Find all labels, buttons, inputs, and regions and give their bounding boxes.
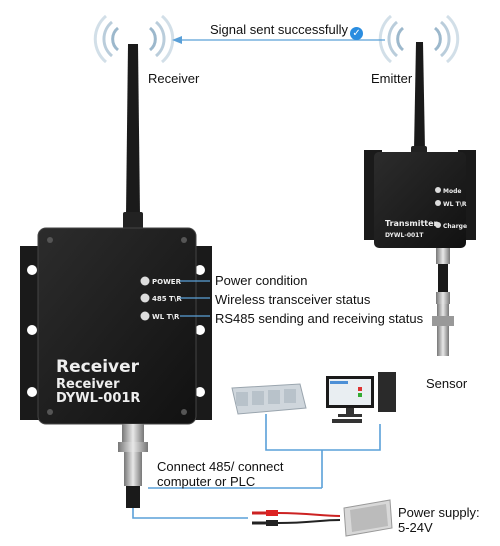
- power-label-line2: 5-24V: [398, 520, 433, 535]
- plc-device: [231, 383, 307, 415]
- receiver-led-485: 485 T\R: [152, 295, 182, 303]
- connection-label-line1: Connect 485/ connect: [157, 459, 284, 474]
- receiver-device: [20, 227, 212, 508]
- emitter-led-charge: Charge: [443, 223, 467, 230]
- receiver-panel-subtitle: Receiver: [56, 377, 120, 392]
- signal-status-text: Signal sent successfully✓: [210, 22, 364, 40]
- receiver-antenna: [123, 44, 143, 232]
- connection-cables: [132, 414, 381, 519]
- emitter-device: [364, 150, 476, 356]
- receiver-panel-title: Receiver: [56, 357, 140, 377]
- power-wires: [252, 510, 341, 526]
- led-pointer-lines: [180, 280, 210, 317]
- emitter-label: Emitter: [371, 71, 413, 86]
- arrow-left-icon: [172, 36, 385, 44]
- receiver-led-power: POWER: [152, 278, 182, 286]
- emitter-panel-title: Transmitter: [385, 219, 438, 228]
- sensor-label: Sensor: [426, 376, 468, 391]
- receiver-led-wl: WL T\R: [152, 313, 180, 321]
- power-supply-device: [343, 499, 393, 537]
- receiver-panel-model: DYWL-001R: [56, 391, 140, 406]
- emitter-panel-model: DYWL-001T: [385, 232, 424, 239]
- emitter-led-wl: WL T\R: [443, 201, 467, 208]
- check-circle-icon: ✓: [350, 27, 364, 40]
- receiver-label: Receiver: [148, 71, 200, 86]
- led-desc-wireless: Wireless transceiver status: [215, 292, 371, 307]
- computer-device: [326, 372, 396, 423]
- connection-label-line2: computer or PLC: [157, 474, 256, 489]
- power-label-line1: Power supply:: [398, 505, 480, 520]
- wifi-wave-icon: [378, 14, 460, 64]
- emitter-antenna: [411, 42, 427, 158]
- wifi-wave-icon: [93, 14, 175, 64]
- led-desc-power: Power condition: [215, 273, 308, 288]
- led-desc-rs485: RS485 sending and receiving status: [215, 311, 424, 326]
- emitter-led-mode: Mode: [443, 188, 461, 195]
